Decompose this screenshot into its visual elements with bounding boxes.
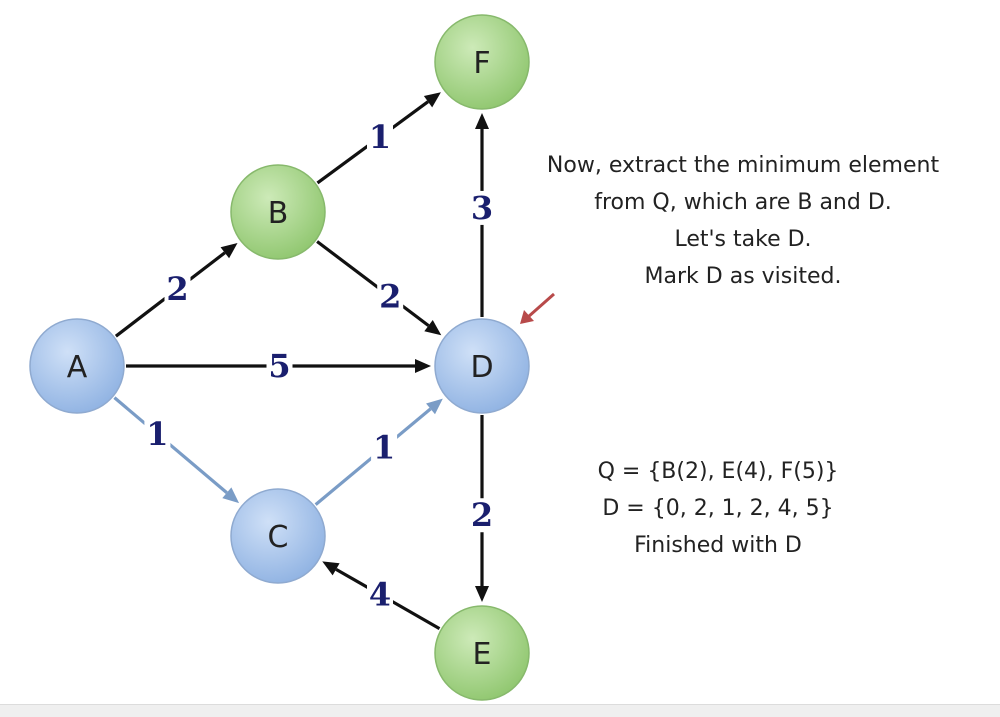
edge-weight-c-d: 1 — [373, 429, 395, 467]
arrowhead — [220, 243, 238, 259]
weight-label-background — [144, 417, 171, 451]
current-node-pointer — [520, 292, 555, 324]
arrowhead — [426, 398, 443, 415]
node-label: C — [268, 520, 289, 555]
arrowhead — [415, 359, 431, 373]
bottom-strip — [0, 704, 1000, 717]
node-circle — [434, 14, 530, 110]
edge-weight-d-f: 3 — [471, 189, 493, 227]
weight-label-background — [367, 120, 393, 154]
edge-a-c — [113, 396, 240, 504]
node-label: F — [473, 46, 490, 81]
edge-weight-d-e: 2 — [471, 496, 493, 534]
node-e: E — [434, 605, 530, 701]
node-f: F — [434, 14, 530, 110]
node-circle — [230, 164, 326, 260]
weight-label-background — [469, 190, 495, 225]
weight-label-background — [367, 577, 393, 612]
arrowhead — [475, 113, 489, 129]
node-circle — [434, 605, 530, 701]
queue-state-text: Q = {B(2), E(4), F(5)} — [598, 459, 839, 484]
edge-b-d — [316, 240, 442, 336]
edge-line — [113, 396, 228, 494]
step-note-line-3: Let's take D. — [674, 227, 811, 252]
edge-weight-b-f: 1 — [369, 118, 391, 156]
node-a: A — [29, 318, 125, 414]
pointer-arrowhead — [520, 310, 534, 324]
step-note-line-1: Now, extract the minimum element — [547, 153, 940, 178]
node-circle — [29, 318, 125, 414]
arrowhead — [475, 586, 489, 602]
edge-weight-e-c: 4 — [369, 576, 391, 614]
node-label: E — [473, 637, 492, 672]
edge-weight-a-c: 1 — [146, 415, 168, 453]
weight-labels-layer: 2 1 2 5 1 1 3 2 4 — [144, 118, 495, 614]
arrowhead — [222, 487, 240, 504]
node-circle — [434, 318, 530, 414]
weight-label-background — [377, 279, 404, 314]
node-label: B — [268, 196, 289, 231]
weight-label-background — [164, 272, 191, 306]
edge-weight-a-b: 2 — [166, 270, 188, 308]
node-d: D — [434, 318, 530, 414]
step-note-line-2: from Q, which are B and D. — [594, 190, 892, 215]
distance-state-text: D = {0, 2, 1, 2, 4, 5} — [602, 496, 833, 521]
edge-line — [316, 240, 430, 327]
weight-label-background — [469, 498, 495, 533]
node-circle — [230, 488, 326, 584]
arrowhead — [322, 561, 340, 576]
edge-weight-b-d: 2 — [379, 278, 401, 316]
weight-label-background — [266, 349, 293, 383]
finished-status-text: Finished with D — [634, 533, 802, 558]
node-b: B — [230, 164, 326, 260]
edge-weight-a-d: 5 — [268, 347, 290, 385]
nodes-layer: A B C D E F — [29, 14, 530, 701]
node-label: A — [67, 350, 88, 385]
step-note-line-4: Mark D as visited. — [645, 264, 842, 289]
weight-label-background — [371, 430, 398, 465]
arrowhead — [424, 320, 442, 336]
pointer-line — [527, 292, 555, 319]
node-label: D — [470, 350, 493, 385]
arrowhead — [423, 92, 441, 108]
node-c: C — [230, 488, 326, 584]
